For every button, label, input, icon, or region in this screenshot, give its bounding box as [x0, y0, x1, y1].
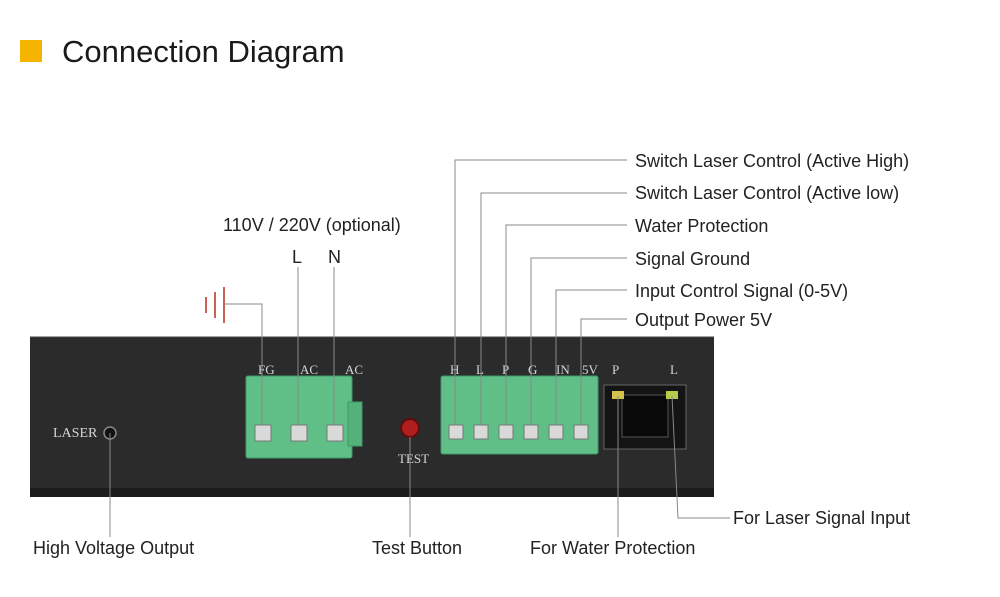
leader-5v [580, 318, 627, 425]
neutral-label: N [328, 247, 341, 267]
terminal-label-h: H [450, 362, 460, 377]
terminal-label-l: L [476, 362, 484, 377]
live-label: L [292, 247, 303, 267]
test-label: TEST [398, 451, 430, 466]
callout-for-water-protection: For Water Protection [530, 538, 696, 558]
callout-active-low: Switch Laser Control (Active low) [635, 183, 900, 203]
callout-signal-ground: Signal Ground [635, 249, 751, 269]
terminal-block-signal [440, 375, 599, 455]
voltage-label: 110V / 220V (optional) [223, 215, 401, 235]
ground-symbol [205, 287, 225, 323]
callout-input-control: Input Control Signal (0-5V) [635, 281, 849, 301]
callout-laser-signal: For Laser Signal Input [733, 508, 911, 528]
leader-p [505, 224, 627, 425]
terminal-label-g: G [528, 362, 538, 377]
callout-high-voltage: High Voltage Output [33, 538, 195, 558]
leader-g [530, 257, 627, 425]
terminal-label-ac-1: AC [300, 362, 319, 377]
callout-active-high: Switch Laser Control (Active High) [635, 151, 910, 171]
test-button [400, 418, 420, 438]
rj45-led-p [612, 391, 624, 399]
leader-laser-signal [671, 395, 730, 519]
terminal-block-power [245, 375, 363, 459]
callout-test-button: Test Button [372, 538, 463, 558]
leader-l-signal [480, 192, 627, 425]
rj45-label-p: P [612, 362, 620, 377]
laser-label: LASER [53, 426, 98, 441]
terminal-label-p: P [502, 362, 510, 377]
terminal-label-5v: 5V [582, 362, 598, 377]
device-panel [30, 337, 714, 495]
terminal-label-fg: FG [258, 362, 275, 377]
page-title: Connection Diagram [62, 34, 345, 69]
leader-in [555, 289, 627, 425]
leader-h [454, 159, 627, 425]
callout-water-protection: Water Protection [635, 216, 769, 236]
rj45-led-l [666, 391, 678, 399]
terminal-label-in: IN [556, 362, 570, 377]
leader-ground [224, 303, 263, 425]
title-accent-square [20, 40, 42, 62]
terminal-label-ac-2: AC [345, 362, 364, 377]
callout-output-power: Output Power 5V [635, 310, 773, 330]
terminal-screw [254, 424, 344, 442]
rj45-label-l: L [670, 362, 678, 377]
device-panel-bottom-edge [30, 488, 714, 497]
